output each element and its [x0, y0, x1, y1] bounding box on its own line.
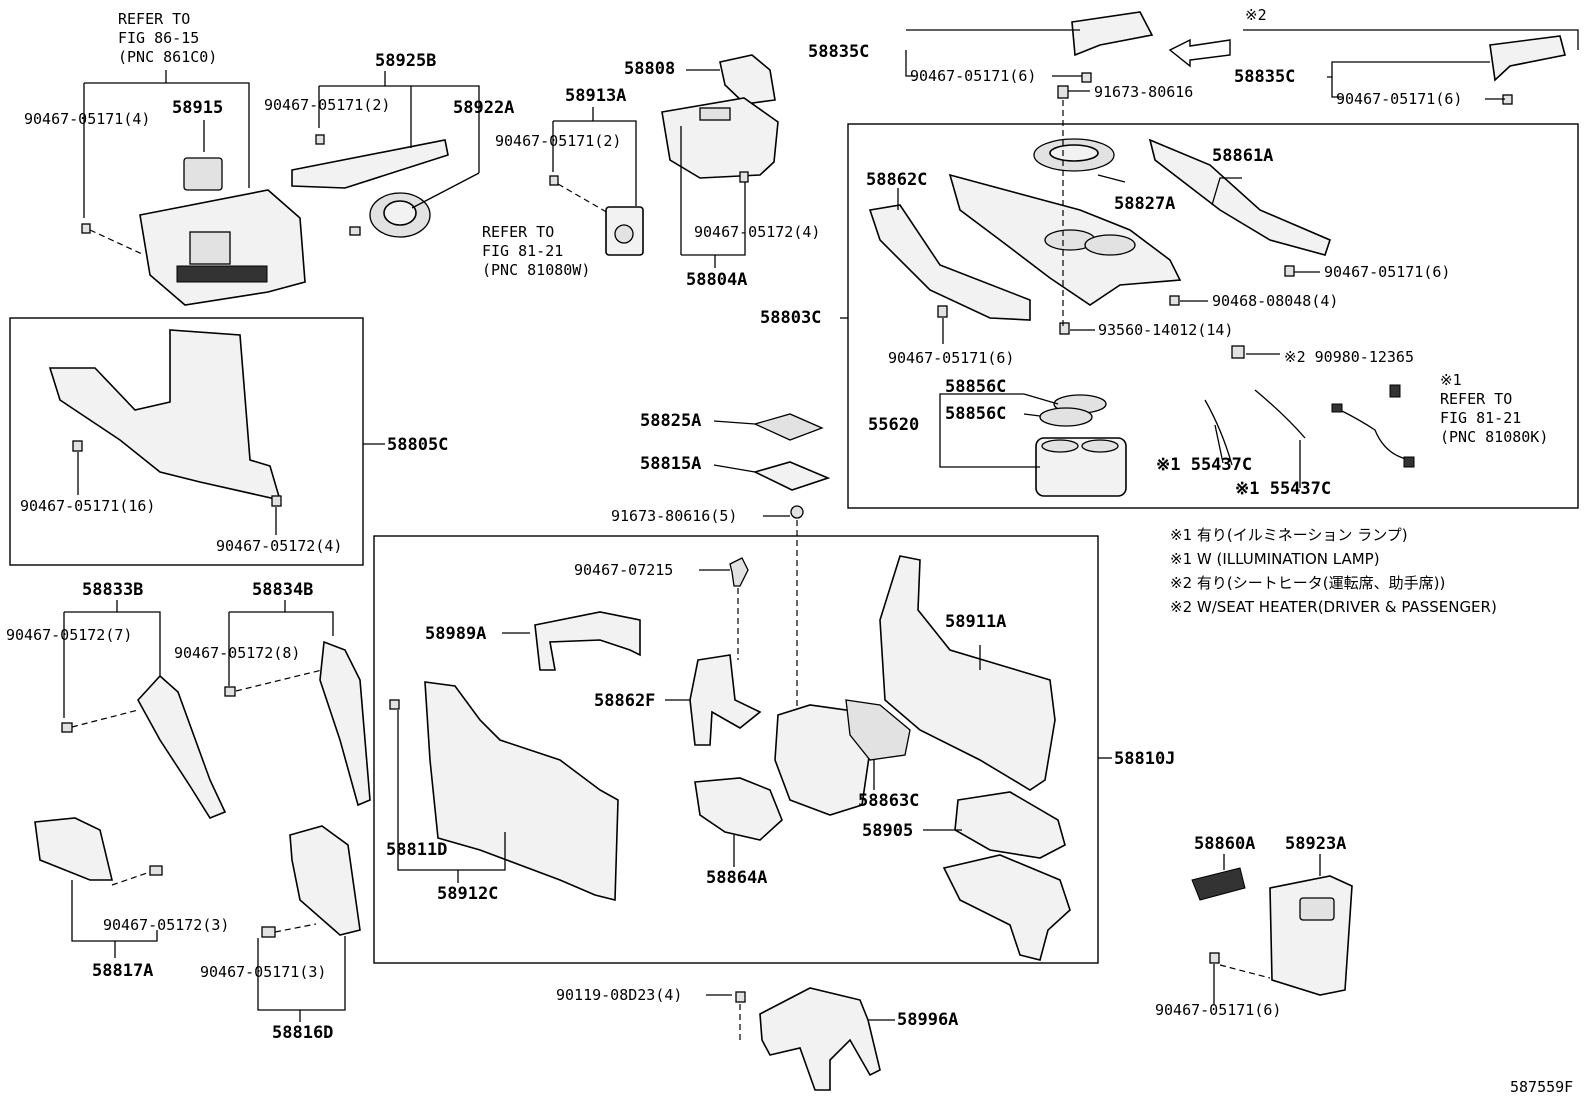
part-label-58827A[interactable]: 58827A	[1114, 194, 1175, 214]
part-label-58815A[interactable]: 58815A	[640, 454, 701, 474]
reference-note-fig86-15[interactable]: REFER TO FIG 86-15 (PNC 861C0)	[118, 10, 217, 66]
part-label-58922A[interactable]: 58922A	[453, 98, 514, 118]
part-label-90467-05172-3[interactable]: 90467-05172(3)	[103, 916, 229, 934]
part-label-55437C-b[interactable]: ※1 55437C	[1235, 479, 1331, 499]
part-label-58835C-b[interactable]: 58835C	[1234, 67, 1295, 87]
ref-line-1: REFER TO	[482, 223, 554, 241]
legend-line-1: ※1 有り(イルミネーション ランプ)	[1170, 526, 1408, 544]
reference-note-fig81-21-w[interactable]: REFER TO FIG 81-21 (PNC 81080W)	[482, 223, 590, 279]
part-label-58810J[interactable]: 58810J	[1114, 749, 1175, 769]
part-label-90467-05171-6a[interactable]: 90467-05171(6)	[910, 67, 1036, 85]
part-label-58805C[interactable]: 58805C	[387, 435, 448, 455]
part-label-58835C-a[interactable]: 58835C	[808, 42, 869, 62]
legend-line-4: ※2 W/SEAT HEATER(DRIVER & PASSENGER)	[1170, 598, 1497, 616]
ref-line-2: FIG 81-21	[482, 242, 563, 260]
part-label-55620[interactable]: 55620	[868, 415, 919, 435]
part-label-58913A[interactable]: 58913A	[565, 86, 626, 106]
leader-lines	[63, 29, 1579, 1040]
part-label-58861A[interactable]: 58861A	[1212, 146, 1273, 166]
part-label-58862C[interactable]: 58862C	[866, 170, 927, 190]
group-box-58805C	[9, 317, 364, 566]
part-label-58808[interactable]: 58808	[624, 59, 675, 79]
part-label-90467-05172-7[interactable]: 90467-05172(7)	[6, 626, 132, 644]
part-label-55437C-a[interactable]: ※1 55437C	[1156, 455, 1252, 475]
part-label-93560-14012-14[interactable]: 93560-14012(14)	[1098, 321, 1233, 339]
part-label-58856C-b[interactable]: 58856C	[945, 404, 1006, 424]
part-label-90467-05172-8[interactable]: 90467-05172(8)	[174, 644, 300, 662]
part-label-58817A[interactable]: 58817A	[92, 961, 153, 981]
part-label-58833B[interactable]: 58833B	[82, 580, 143, 600]
part-label-58834B[interactable]: 58834B	[252, 580, 313, 600]
part-label-58996A[interactable]: 58996A	[897, 1010, 958, 1030]
ref-line-4: (PNC 81080K)	[1440, 428, 1548, 446]
part-label-58923A[interactable]: 58923A	[1285, 834, 1346, 854]
arrow-icon	[1168, 38, 1231, 68]
part-label-90467-05171-4[interactable]: 90467-05171(4)	[24, 110, 150, 128]
part-label-58856C-a[interactable]: 58856C	[945, 377, 1006, 397]
part-label-90467-05171-6e[interactable]: 90467-05171(6)	[1155, 1001, 1281, 1019]
part-label-58803C[interactable]: 58803C	[760, 308, 821, 328]
part-label-90467-05171-2b[interactable]: 90467-05171(2)	[495, 132, 621, 150]
part-label-90467-05171-6d[interactable]: 90467-05171(6)	[888, 349, 1014, 367]
mark-seat-heater: ※2	[1245, 6, 1267, 24]
legend: ※1 有り(イルミネーション ランプ) ※1 W (ILLUMINATION L…	[1170, 526, 1497, 616]
part-label-58915[interactable]: 58915	[172, 98, 223, 118]
part-label-58862F[interactable]: 58862F	[594, 691, 655, 711]
part-label-90467-05172-4b[interactable]: 90467-05172(4)	[216, 537, 342, 555]
group-box-58803C	[847, 123, 1579, 509]
ref-line-2: FIG 86-15	[118, 29, 199, 47]
legend-line-3: ※2 有り(シートヒータ(運転席、助手席))	[1170, 574, 1445, 592]
part-label-58825A[interactable]: 58825A	[640, 411, 701, 431]
part-shapes	[34, 11, 1566, 1091]
part-label-90467-05171-2a[interactable]: 90467-05171(2)	[264, 96, 390, 114]
part-label-90467-05171-6c[interactable]: 90467-05171(6)	[1324, 263, 1450, 281]
ref-line-1: ※1	[1440, 371, 1462, 389]
part-label-90467-05171-16[interactable]: 90467-05171(16)	[20, 497, 155, 515]
part-label-90468-08048-4[interactable]: 90468-08048(4)	[1212, 292, 1338, 310]
part-label-90980-12365[interactable]: ※2 90980-12365	[1284, 348, 1414, 366]
ref-line-3: (PNC 861C0)	[118, 48, 217, 66]
ref-line-1: REFER TO	[118, 10, 190, 28]
part-label-58911A[interactable]: 58911A	[945, 612, 1006, 632]
legend-line-2: ※1 W (ILLUMINATION LAMP)	[1170, 550, 1380, 568]
part-label-58863C[interactable]: 58863C	[858, 791, 919, 811]
part-label-90467-05171-6b[interactable]: 90467-05171(6)	[1336, 90, 1462, 108]
part-label-90467-05171-3[interactable]: 90467-05171(3)	[200, 963, 326, 981]
part-label-90467-05172-4a[interactable]: 90467-05172(4)	[694, 223, 820, 241]
ref-line-2: REFER TO	[1440, 390, 1512, 408]
part-label-58905[interactable]: 58905	[862, 821, 913, 841]
part-label-90119-08D23-4[interactable]: 90119-08D23(4)	[556, 986, 682, 1004]
figure-id: 587559F	[1510, 1078, 1573, 1096]
part-label-91673-80616-5[interactable]: 91673-80616(5)	[611, 507, 737, 525]
part-label-58811D[interactable]: 58811D	[386, 840, 447, 860]
part-label-58925B[interactable]: 58925B	[375, 51, 436, 71]
part-label-58816D[interactable]: 58816D	[272, 1023, 333, 1043]
part-label-58912C[interactable]: 58912C	[437, 884, 498, 904]
part-label-58804A[interactable]: 58804A	[686, 270, 747, 290]
part-label-58989A[interactable]: 58989A	[425, 624, 486, 644]
part-label-58860A[interactable]: 58860A	[1194, 834, 1255, 854]
part-label-58864A[interactable]: 58864A	[706, 868, 767, 888]
part-label-90467-07215[interactable]: 90467-07215	[574, 561, 673, 579]
group-box-58810J	[373, 535, 1099, 964]
reference-note-fig81-21-k[interactable]: ※1 REFER TO FIG 81-21 (PNC 81080K)	[1440, 371, 1548, 446]
ref-line-3: FIG 81-21	[1440, 409, 1521, 427]
ref-line-3: (PNC 81080W)	[482, 261, 590, 279]
part-label-91673-80616[interactable]: 91673-80616	[1094, 83, 1193, 101]
